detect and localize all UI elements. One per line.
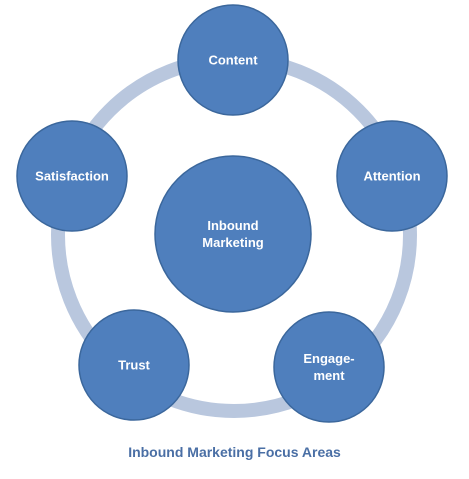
node-center-inbound-marketing-circle	[154, 155, 312, 313]
node-attention-label: Attention	[363, 169, 420, 184]
node-engagement-label: Engage-ment	[303, 351, 354, 383]
node-attention: Attention	[336, 120, 448, 232]
node-satisfaction-circle	[16, 120, 128, 232]
diagram-caption: Inbound Marketing Focus Areas	[128, 444, 341, 460]
node-trust-circle	[78, 309, 190, 421]
node-engagement: Engage-ment	[273, 311, 385, 423]
node-trust-label: Trust	[118, 358, 150, 373]
node-satisfaction: Satisfaction	[16, 120, 128, 232]
node-content-label: Content	[208, 53, 258, 68]
node-attention-circle	[336, 120, 448, 232]
node-trust: Trust	[78, 309, 190, 421]
node-engagement-circle	[273, 311, 385, 423]
node-content: Content	[177, 4, 289, 116]
node-satisfaction-label: Satisfaction	[35, 169, 109, 184]
node-content-circle	[177, 4, 289, 116]
